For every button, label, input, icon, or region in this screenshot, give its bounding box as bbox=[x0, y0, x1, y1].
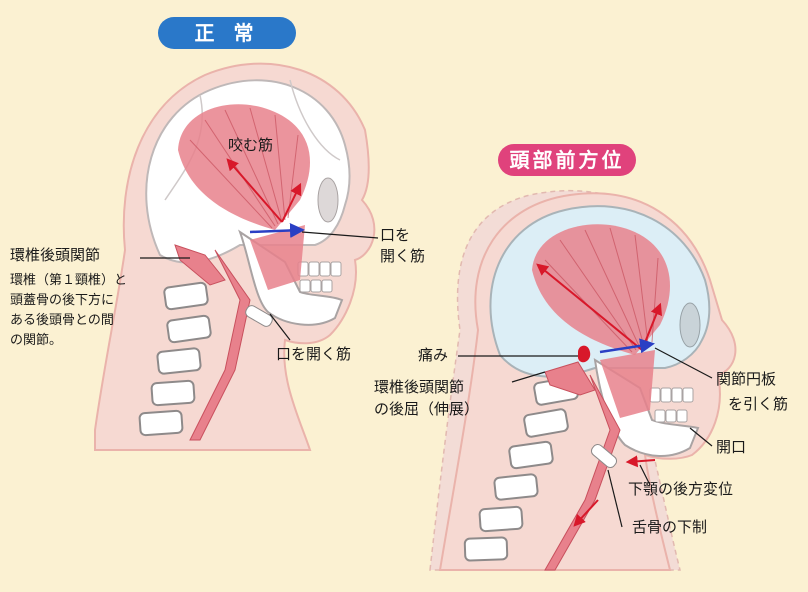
label-disc-pull-2: を引く筋 bbox=[728, 395, 789, 413]
label-joint-flexion-1: 環椎後頭関節 bbox=[374, 378, 465, 396]
label-joint-desc-2: 頭蓋骨の後下方に bbox=[10, 293, 115, 308]
label-disc-pull-1: 関節円板 bbox=[716, 370, 777, 388]
label-joint-desc-1: 環椎（第１頸椎）と bbox=[10, 273, 128, 288]
forward-hyoid-arrow bbox=[573, 499, 599, 527]
normal-head-illustration bbox=[94, 62, 379, 451]
normal-leader-open-mouth bbox=[301, 231, 379, 239]
label-joint-desc-3: ある後頭骨との間 bbox=[10, 313, 114, 328]
normal-leader-lower bbox=[269, 313, 291, 341]
forward-red-arrow-1 bbox=[536, 263, 643, 351]
forward-blue-arrow bbox=[599, 338, 655, 354]
label-joint-desc-4: の関節。 bbox=[10, 333, 63, 348]
forward-head-illustration bbox=[429, 189, 737, 571]
forward-eye-socket bbox=[679, 302, 701, 348]
forward-leader-joint bbox=[511, 371, 546, 383]
forward-leader-disc bbox=[654, 347, 713, 379]
label-atlanto-occipital-joint: 環椎後頭関節 bbox=[10, 246, 101, 264]
forward-leader-mouth bbox=[689, 427, 713, 447]
label-joint-flexion-2: の後屈（伸展） bbox=[374, 400, 480, 418]
normal-red-arrow bbox=[226, 158, 283, 223]
forward-mandible-arrow bbox=[625, 455, 656, 468]
label-mouth-open: 開口 bbox=[716, 438, 747, 456]
normal-eye-socket bbox=[317, 177, 339, 223]
normal-cervical-spine bbox=[138, 281, 212, 437]
normal-hyoid-bone bbox=[245, 305, 273, 327]
forward-masseter-muscle bbox=[600, 350, 655, 418]
forward-cervical-spine bbox=[463, 376, 579, 562]
title-forward-head-badge: 頭部前方位 bbox=[498, 144, 636, 176]
label-mandible-posterior: 下顎の後方変位 bbox=[628, 480, 734, 498]
forward-posterior-neck-muscle bbox=[544, 361, 596, 396]
forward-hyoid-bone bbox=[590, 443, 618, 469]
forward-teeth bbox=[649, 387, 694, 423]
label-open-mouth-muscle-lower: 口を開く筋 bbox=[276, 345, 352, 363]
title-normal-badge: 正 常 bbox=[158, 17, 296, 49]
label-hyoid-depression: 舌骨の下制 bbox=[632, 518, 708, 536]
label-open-mouth-muscle-1: 口を bbox=[380, 226, 411, 244]
normal-masseter-muscle bbox=[250, 225, 305, 290]
label-open-mouth-muscle-2: 開く筋 bbox=[380, 247, 426, 265]
normal-red-arrow-2 bbox=[281, 182, 302, 223]
forward-neck-muscle bbox=[544, 374, 621, 571]
forward-pain-spot bbox=[578, 345, 591, 363]
forward-leader-hyoid bbox=[607, 469, 623, 528]
forward-leader-mandible bbox=[639, 464, 651, 486]
forward-temporalis-muscle bbox=[532, 224, 670, 355]
label-pain: 痛み bbox=[418, 346, 449, 364]
label-bite-muscle: 咬む筋 bbox=[228, 136, 274, 154]
normal-blue-arrow bbox=[249, 222, 305, 238]
